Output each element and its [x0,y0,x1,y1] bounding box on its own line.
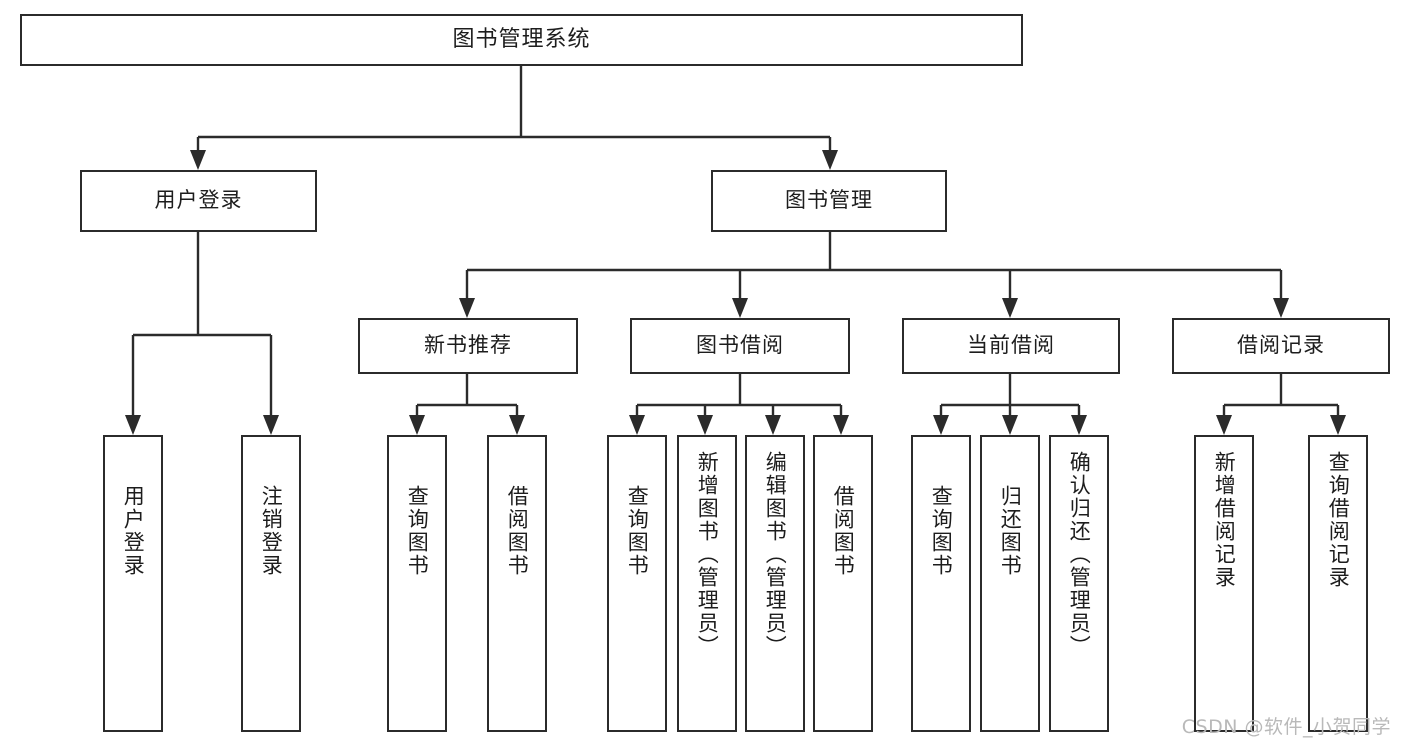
leaf-current-borrow-confirm-label: 确认归还（管理员） [1067,451,1092,658]
leaf-current-borrow-query-label: 查询图书 [929,485,954,577]
leaf-book-borrow-borrow[interactable]: 借阅图书 [813,435,873,732]
arrowhead-current-borrow-leaf-1 [933,415,949,435]
arrowhead-borrow-record-leaf-2 [1330,415,1346,435]
node-borrow-record-label: 借阅记录 [1237,333,1325,358]
leaf-current-borrow-return[interactable]: 归还图书 [980,435,1040,732]
node-user-login[interactable]: 用户登录 [80,170,317,232]
leaf-current-borrow-query[interactable]: 查询图书 [911,435,971,732]
arrowhead-book-borrow-leaf-4 [833,415,849,435]
leaf-borrow-record-query[interactable]: 查询借阅记录 [1308,435,1368,732]
leaf-new-book-query[interactable]: 查询图书 [387,435,447,732]
node-root[interactable]: 图书管理系统 [20,14,1023,66]
leaf-new-book-borrow-label: 借阅图书 [505,485,530,577]
arrowhead-current-borrow [1002,298,1018,318]
node-book-borrow[interactable]: 图书借阅 [630,318,850,374]
arrowhead-current-borrow-leaf-2 [1002,415,1018,435]
node-new-book-label: 新书推荐 [424,333,512,358]
node-current-borrow[interactable]: 当前借阅 [902,318,1120,374]
leaf-book-borrow-add-label: 新增图书（管理员） [695,451,720,658]
arrowhead-book-manage [822,150,838,170]
leaf-current-borrow-confirm[interactable]: 确认归还（管理员） [1049,435,1109,732]
node-user-login-label: 用户登录 [154,188,243,213]
leaf-borrow-record-add-label: 新增借阅记录 [1212,451,1237,589]
arrowhead-new-book-leaf-2 [509,415,525,435]
node-book-borrow-label: 图书借阅 [696,333,784,358]
arrowhead-book-borrow [732,298,748,318]
arrowhead-user-login [190,150,206,170]
arrowhead-book-borrow-leaf-2 [697,415,713,435]
leaf-new-book-query-label: 查询图书 [405,485,430,577]
arrowhead-new-book [459,298,475,318]
node-new-book[interactable]: 新书推荐 [358,318,578,374]
leaf-book-borrow-edit-label: 编辑图书（管理员） [763,451,788,658]
arrowhead-book-borrow-leaf-1 [629,415,645,435]
leaf-book-borrow-edit[interactable]: 编辑图书（管理员） [745,435,805,732]
leaf-borrow-record-add[interactable]: 新增借阅记录 [1194,435,1254,732]
arrowhead-borrow-record-leaf-1 [1216,415,1232,435]
leaf-borrow-record-query-label: 查询借阅记录 [1326,451,1351,589]
watermark: CSDN @软件_小贺同学 [1181,716,1391,738]
leaf-current-borrow-return-label: 归还图书 [998,485,1023,577]
leaf-user-login-login-label: 用户登录 [121,485,146,577]
node-book-manage-label: 图书管理 [785,188,873,213]
node-root-label: 图书管理系统 [452,26,591,52]
node-book-manage[interactable]: 图书管理 [711,170,947,232]
leaf-book-borrow-query[interactable]: 查询图书 [607,435,667,732]
arrowhead-book-borrow-leaf-3 [765,415,781,435]
leaf-user-login-logout-label: 注销登录 [259,485,284,577]
leaf-book-borrow-add[interactable]: 新增图书（管理员） [677,435,737,732]
leaf-user-login-logout[interactable]: 注销登录 [241,435,301,732]
arrowhead-user-login-leaf-1 [125,415,141,435]
arrowhead-new-book-leaf-1 [409,415,425,435]
leaf-new-book-borrow[interactable]: 借阅图书 [487,435,547,732]
node-current-borrow-label: 当前借阅 [967,333,1055,358]
node-borrow-record[interactable]: 借阅记录 [1172,318,1390,374]
arrowhead-borrow-record [1273,298,1289,318]
leaf-book-borrow-borrow-label: 借阅图书 [831,485,856,577]
arrowhead-user-login-leaf-2 [263,415,279,435]
arrowhead-current-borrow-leaf-3 [1071,415,1087,435]
leaf-book-borrow-query-label: 查询图书 [625,485,650,577]
leaf-user-login-login[interactable]: 用户登录 [103,435,163,732]
